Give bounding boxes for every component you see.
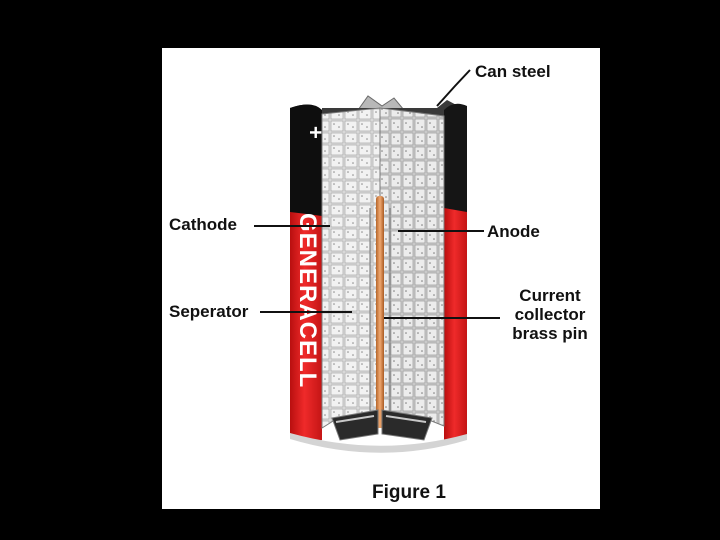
battery-bottom [290,409,467,453]
label-anode: Anode [487,222,540,241]
can-wrapper-left [290,104,322,441]
can-wrapper-right [444,103,467,441]
label-cathode: Cathode [169,215,237,234]
label-can-steel: Can steel [475,62,551,81]
figure-panel: + GENERACELL Can steel Cathode Anode Sep… [162,48,600,509]
label-current-collector: Current collector brass pin [512,286,588,343]
brand-text: GENERACELL [294,213,321,388]
label-separator: Seperator [169,302,249,321]
battery-cutaway-illustration: + GENERACELL [254,69,500,453]
cathode-section [321,107,381,429]
leader-lines [254,69,500,319]
figure-caption: Figure 1 [372,482,446,503]
brass-pin [376,196,384,428]
leader-can-steel [436,69,471,107]
plus-symbol: + [303,126,328,139]
